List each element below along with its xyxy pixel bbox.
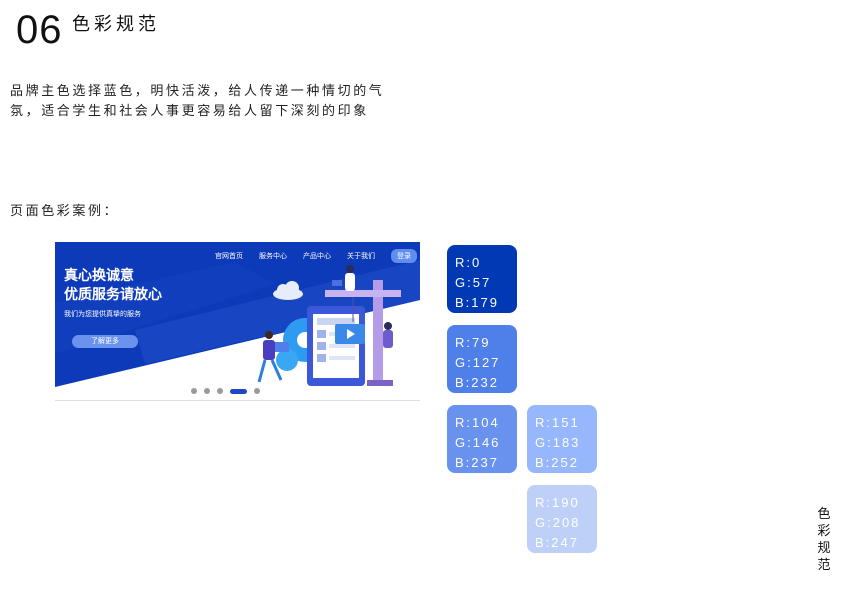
swatch-g-value: G:208 <box>535 515 581 530</box>
learn-more-button[interactable]: 了解更多 <box>72 335 138 348</box>
swatch-r-value: R:190 <box>535 495 580 510</box>
carousel-dot[interactable] <box>191 388 197 394</box>
carousel-dots <box>191 388 267 394</box>
hero-headline-line2: 优质服务请放心 <box>64 287 162 303</box>
nav-item-home[interactable]: 官网首页 <box>215 252 243 260</box>
swatch-b-value: B:237 <box>455 455 499 470</box>
nav-item-about[interactable]: 关于我们 <box>347 252 375 260</box>
mockup-nav: 官网首页 服务中心 产品中心 关于我们 登录 <box>215 249 420 263</box>
swatch-b-value: B:252 <box>535 455 579 470</box>
section-number: 06 <box>16 8 63 52</box>
color-swatch-light: R:151 G:183 B:252 <box>527 405 597 473</box>
brand-description: 品牌主色选择蓝色，明快活泼，给人传递一种情切的气氛，适合学生和社会人事更容易给人… <box>10 84 385 119</box>
swatch-g-value: G:146 <box>455 435 501 450</box>
color-swatch-tertiary: R:104 G:146 B:237 <box>447 405 517 473</box>
swatch-r-value: R:0 <box>455 255 482 270</box>
login-button[interactable]: 登录 <box>391 249 417 263</box>
swatch-r-value: R:104 <box>455 415 500 430</box>
carousel-dot-active[interactable] <box>230 388 247 394</box>
swatch-r-value: R:79 <box>455 335 491 350</box>
side-label-char: 色 <box>817 507 831 522</box>
hero-subline: 我们为您提供真挚的服务 <box>64 310 141 318</box>
swatch-g-value: G:183 <box>535 435 581 450</box>
color-swatch-secondary: R:79 G:127 B:232 <box>447 325 517 393</box>
swatch-g-value: G:127 <box>455 355 501 370</box>
swatch-r-value: R:151 <box>535 415 580 430</box>
swatch-b-value: B:232 <box>455 375 499 390</box>
mockup-illustration <box>55 242 420 387</box>
nav-item-product[interactable]: 产品中心 <box>303 252 331 260</box>
carousel-dot[interactable] <box>254 388 260 394</box>
nav-item-service[interactable]: 服务中心 <box>259 252 287 260</box>
hero-headline-line1: 真心换诚意 <box>64 268 134 284</box>
swatch-g-value: G:57 <box>455 275 492 290</box>
side-section-label: 色 彩 规 范 <box>816 506 832 574</box>
side-label-char: 规 <box>817 541 831 556</box>
page-mockup: 官网首页 服务中心 产品中心 关于我们 登录 真心换诚意 优质服务请放心 我们为… <box>55 242 420 401</box>
side-label-char: 范 <box>817 558 831 573</box>
swatch-b-value: B:179 <box>455 295 499 310</box>
side-label-char: 彩 <box>817 524 831 539</box>
section-title: 色彩规范 <box>72 14 160 35</box>
color-swatch-primary: R:0 G:57 B:179 <box>447 245 517 313</box>
swatch-b-value: B:247 <box>535 535 579 550</box>
example-label: 页面色彩案例： <box>10 204 120 219</box>
color-swatch-lightest: R:190 G:208 B:247 <box>527 485 597 553</box>
carousel-dot[interactable] <box>204 388 210 394</box>
carousel-dot[interactable] <box>217 388 223 394</box>
